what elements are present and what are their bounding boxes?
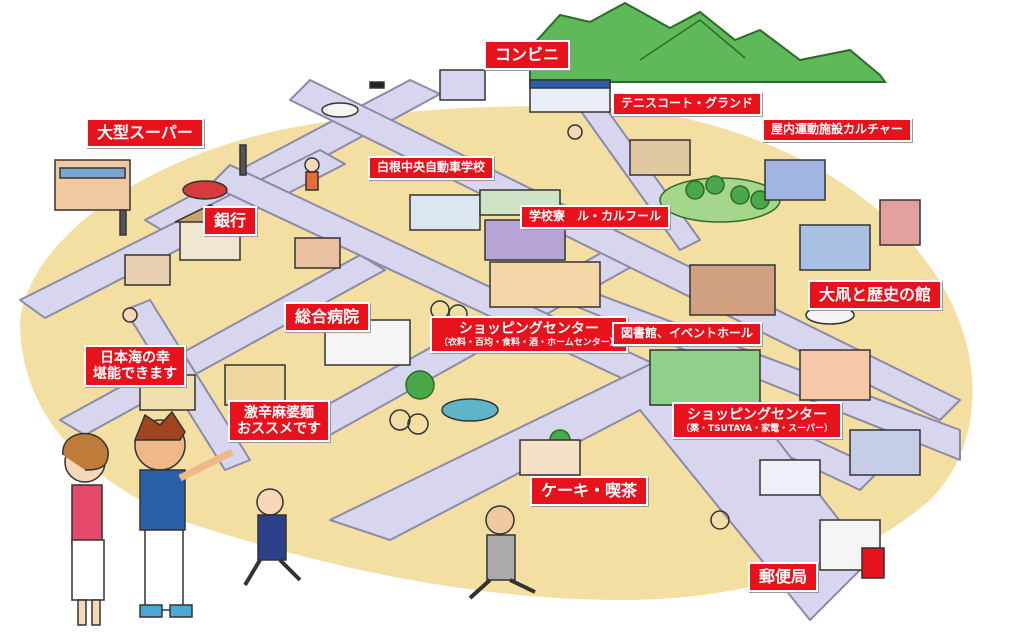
- shopping-center-1-subtitle: （衣料・百均・食料・酒・ホームセンター）: [439, 338, 619, 349]
- label-supermarket: 大型スーパー: [86, 118, 204, 149]
- shopping-center-2-title: ショッピングセンター: [687, 407, 827, 423]
- seafood-line-2: 堪能できます: [93, 366, 177, 383]
- label-dormitory: 学校寮 ル・カルフール: [520, 205, 671, 229]
- mountains: [529, 1, 887, 83]
- characters: [62, 124, 730, 626]
- label-tennis-court: テニスコート・グランド: [612, 92, 763, 116]
- shopping-center-1-title: ショッピングセンター: [458, 321, 599, 337]
- label-post-office: 郵便局: [748, 562, 819, 593]
- label-shopping-center-1: ショッピングセンター （衣料・百均・食料・酒・ホームセンター）: [430, 316, 628, 354]
- seafood-line-1: 日本海の幸: [100, 350, 170, 366]
- trees: [405, 175, 781, 451]
- label-mapo-noodles: 激辛麻婆麺 おススメです: [228, 400, 330, 443]
- label-driving-school: 白根中央自動車学校: [368, 156, 495, 180]
- label-indoor-sports: 屋内運動施設カルチャー: [762, 118, 912, 142]
- label-cake-cafe: ケーキ・喫茶: [530, 476, 649, 507]
- label-bank: 銀行: [203, 206, 258, 237]
- label-library: 図書館、イベントホール: [612, 322, 763, 346]
- mapo-line-1: 激辛麻婆麺: [244, 405, 314, 421]
- label-convenience-store-top: コンビニ: [484, 40, 571, 71]
- mapo-line-2: おススメです: [237, 421, 321, 438]
- shopping-center-2-subtitle: （薬・TSUTAYA・家電・スーパー）: [681, 424, 834, 435]
- label-shopping-center-2: ショッピングセンター （薬・TSUTAYA・家電・スーパー）: [672, 402, 843, 440]
- label-history-museum: 大凧と歴史の館: [808, 280, 943, 311]
- label-hospital: 総合病院: [284, 302, 371, 333]
- label-seafood: 日本海の幸 堪能できます: [84, 345, 186, 388]
